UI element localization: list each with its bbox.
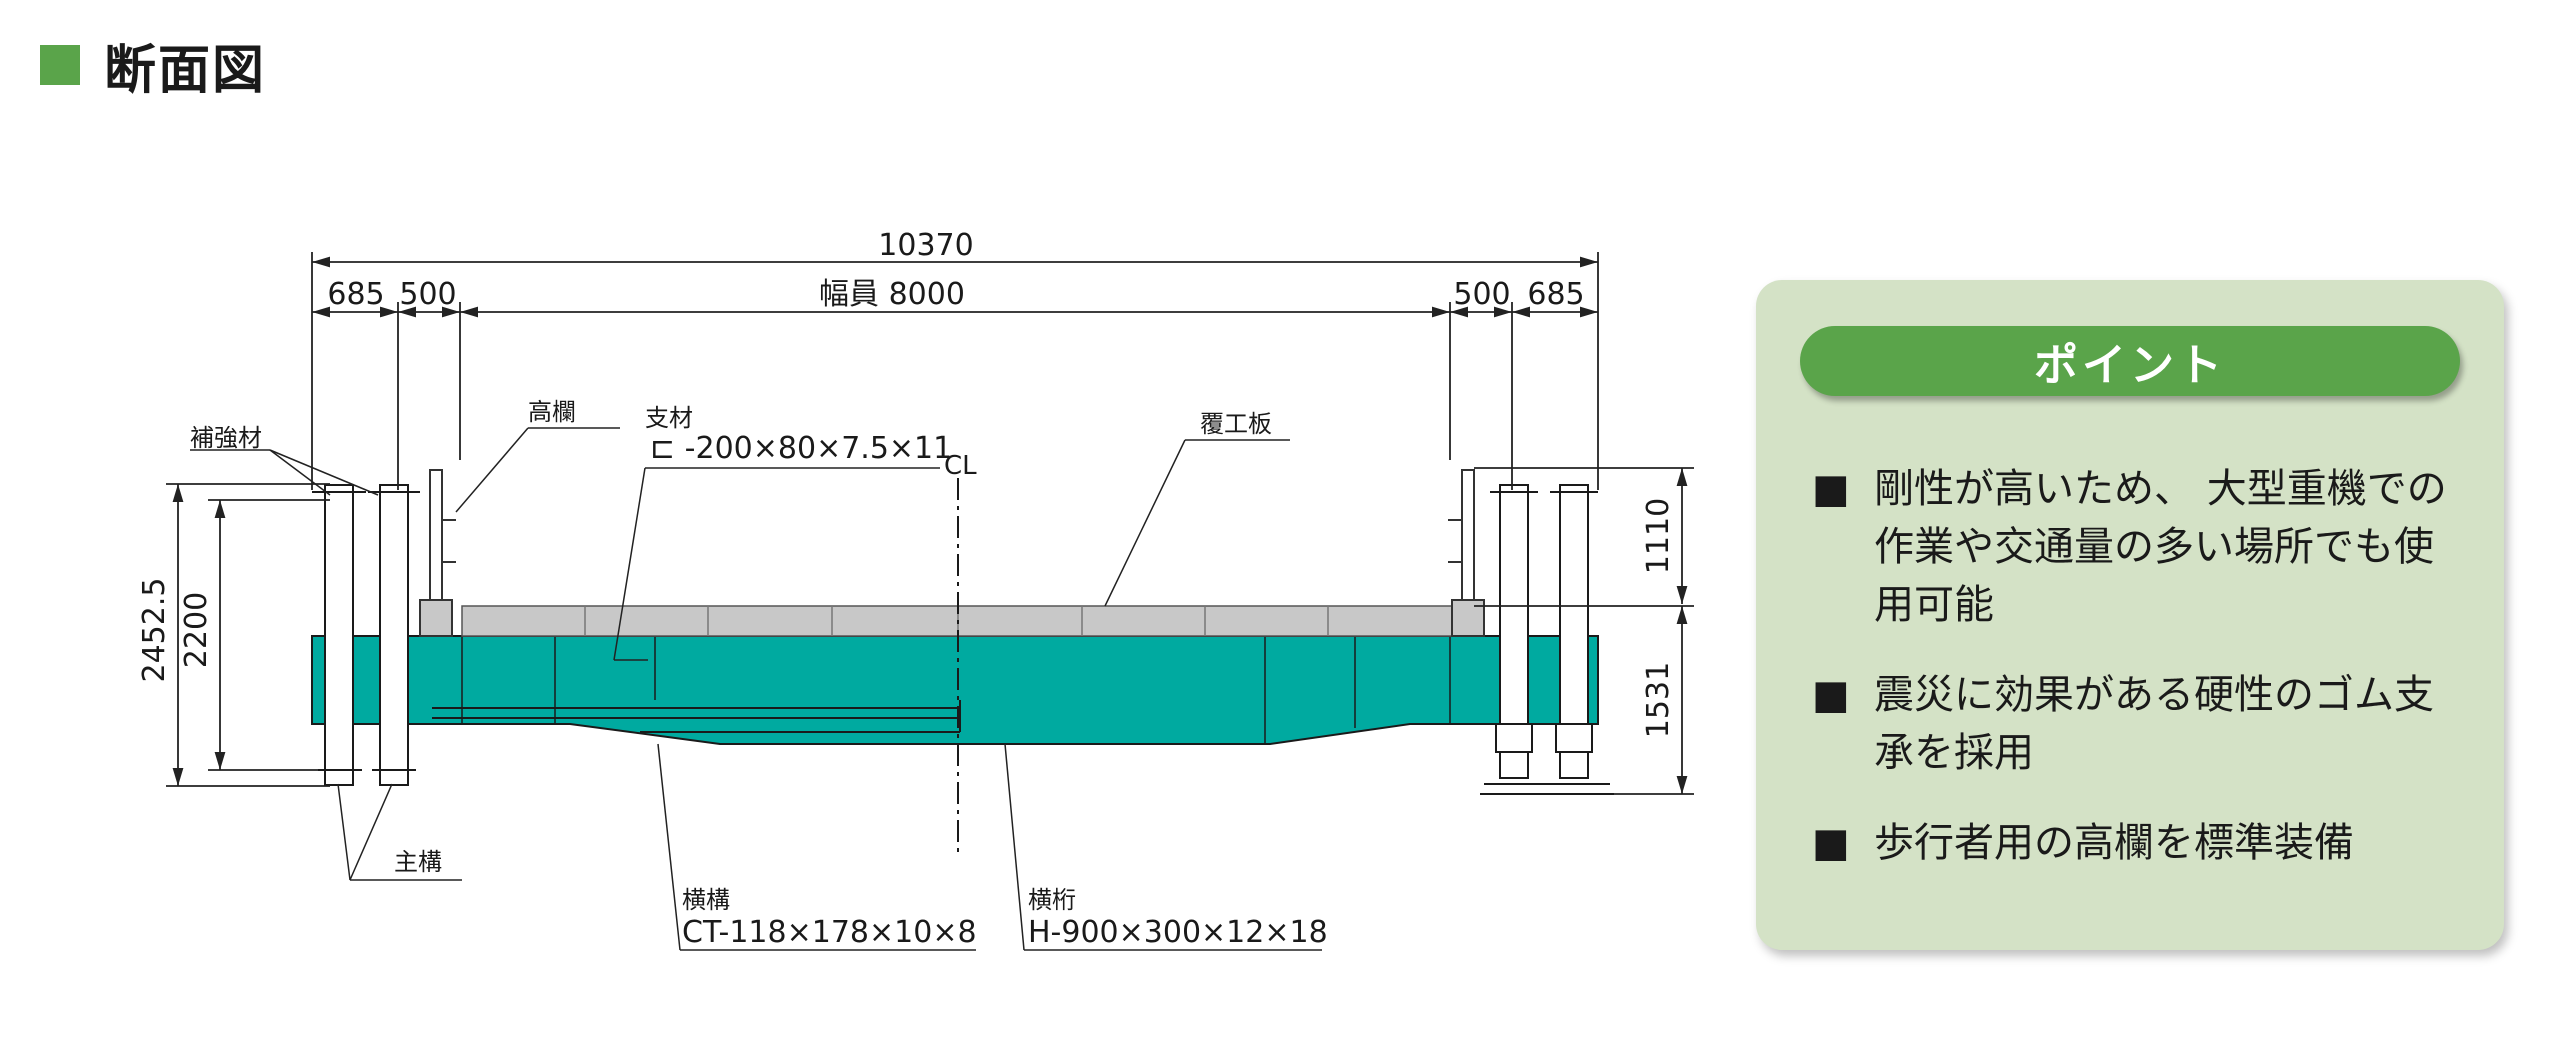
dim-right-outer: 685	[1527, 277, 1584, 312]
bullet-square-icon: ■	[1812, 672, 1850, 718]
dim-height-total: 2452.5	[137, 578, 172, 683]
dim-right-lower: 1531	[1641, 662, 1676, 738]
label-crossbeam-spec: H-900×300×12×18	[1028, 915, 1328, 950]
top-dimension-lines	[311, 252, 1599, 490]
label-lateral-spec: CT-118×178×10×8	[682, 915, 977, 950]
right-railing	[1448, 469, 1485, 637]
dim-right-upper: 1110	[1641, 498, 1676, 574]
right-dimension-lines	[1474, 467, 1694, 795]
dim-width: 幅員 8000	[819, 277, 965, 312]
right-main-frames	[1490, 484, 1598, 756]
page-title-text: 断面図	[104, 40, 267, 101]
dim-left-outer: 685	[327, 277, 384, 312]
label-brace-name: 支材	[645, 404, 693, 432]
label-crossbeam-name: 横桁	[1028, 886, 1076, 914]
left-dimension-lines	[166, 483, 330, 787]
title-marker-icon	[40, 45, 80, 85]
left-railing	[419, 469, 456, 637]
right-bearings	[1480, 723, 1614, 795]
point-item-text: 歩行者用の高欄を標準装備	[1874, 820, 2354, 866]
list-item: ■ 震災に効果がある硬性のゴム支承を採用	[1812, 666, 2472, 782]
dim-left-inner: 500	[399, 277, 456, 312]
point-header: ポイント	[1800, 326, 2460, 396]
label-lateral-name: 横構	[682, 886, 730, 914]
label-brace-spec: ⊏ -200×80×7.5×11	[650, 431, 952, 466]
list-item: ■ 剛性が高いため、 大型重機での作業や交通量の多い場所でも使用可能	[1812, 460, 2472, 634]
left-main-frames	[312, 484, 420, 786]
point-item-text: 剛性が高いため、 大型重機での作業や交通量の多い場所でも使用可能	[1874, 466, 2447, 628]
label-cover-plate: 覆工板	[1200, 410, 1272, 438]
dim-right-inner: 500	[1453, 277, 1510, 312]
label-main-girder: 主構	[394, 848, 442, 876]
point-panel: ポイント ■ 剛性が高いため、 大型重機での作業や交通量の多い場所でも使用可能 …	[1756, 280, 2504, 950]
label-reinforcement: 補強材	[190, 424, 262, 452]
point-item-text: 震災に効果がある硬性のゴム支承を採用	[1874, 672, 2434, 776]
page-title: 断面図	[40, 30, 267, 101]
bullet-square-icon: ■	[1812, 466, 1850, 512]
lateral-member	[432, 700, 961, 733]
bullet-square-icon: ■	[1812, 820, 1850, 866]
label-centerline: CL	[944, 451, 977, 481]
dim-height-main: 2200	[179, 592, 214, 668]
point-list: ■ 剛性が高いため、 大型重機での作業や交通量の多い場所でも使用可能 ■ 震災に…	[1812, 460, 2472, 904]
leader-lines	[190, 427, 1322, 951]
label-railing: 高欄	[528, 398, 576, 426]
list-item: ■ 歩行者用の高欄を標準装備	[1812, 814, 2472, 872]
main-girder-body	[311, 635, 1599, 745]
dim-total: 10370	[878, 228, 973, 263]
